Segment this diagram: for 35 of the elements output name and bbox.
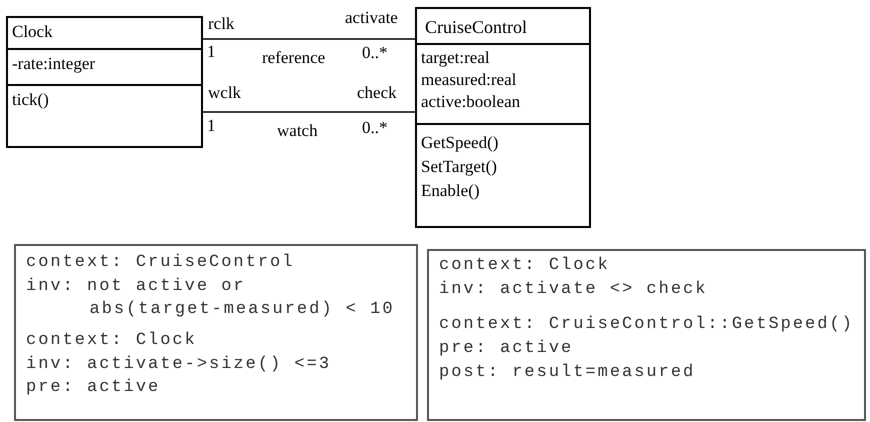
multiplicity: 1: [207, 115, 216, 137]
method-text: GetSpeed(): [421, 132, 500, 154]
constraint-text: context: CruiseControl::GetSpeed(): [439, 314, 854, 336]
association-line: [203, 38, 415, 40]
constraint-text: inv: not active or: [26, 276, 246, 298]
role-name: check: [357, 82, 397, 104]
constraint-text: context: CruiseControl: [26, 252, 294, 274]
multiplicity: 0..*: [362, 42, 388, 64]
role-name: wclk: [208, 82, 242, 104]
class-name: CruiseControl: [424, 16, 528, 39]
role-name: rclk: [208, 13, 234, 35]
multiplicity: 1: [207, 41, 216, 63]
attribute-text: active:boolean: [421, 91, 522, 113]
attribute-text: measured:real: [421, 69, 518, 91]
multiplicity: 0..*: [362, 117, 388, 139]
class-box: [6, 16, 203, 148]
association-line: [203, 111, 415, 113]
class-box: [415, 7, 591, 228]
role-name: activate: [345, 7, 398, 29]
attribute-text: target:real: [421, 47, 491, 69]
constraint-text: pre: active: [439, 338, 574, 360]
constraint-text: inv: activate <> check: [439, 279, 708, 301]
attribute-text: -rate:integer: [12, 53, 96, 75]
method-text: SetTarget(): [421, 156, 498, 178]
constraint-text: context: Clock: [26, 330, 197, 352]
constraint-text: post: result=measured: [439, 362, 696, 384]
method-text: tick(): [12, 89, 50, 111]
constraint-text: abs(target-measured) < 10: [90, 299, 395, 321]
constraint-note: [427, 249, 866, 421]
constraint-text: pre: active: [26, 377, 160, 399]
constraint-note: [14, 244, 418, 421]
class-name: Clock: [12, 21, 54, 43]
constraint-text: inv: activate->size() <=3: [26, 354, 332, 376]
method-text: Enable(): [421, 180, 481, 202]
constraint-text: context: Clock: [439, 255, 610, 277]
